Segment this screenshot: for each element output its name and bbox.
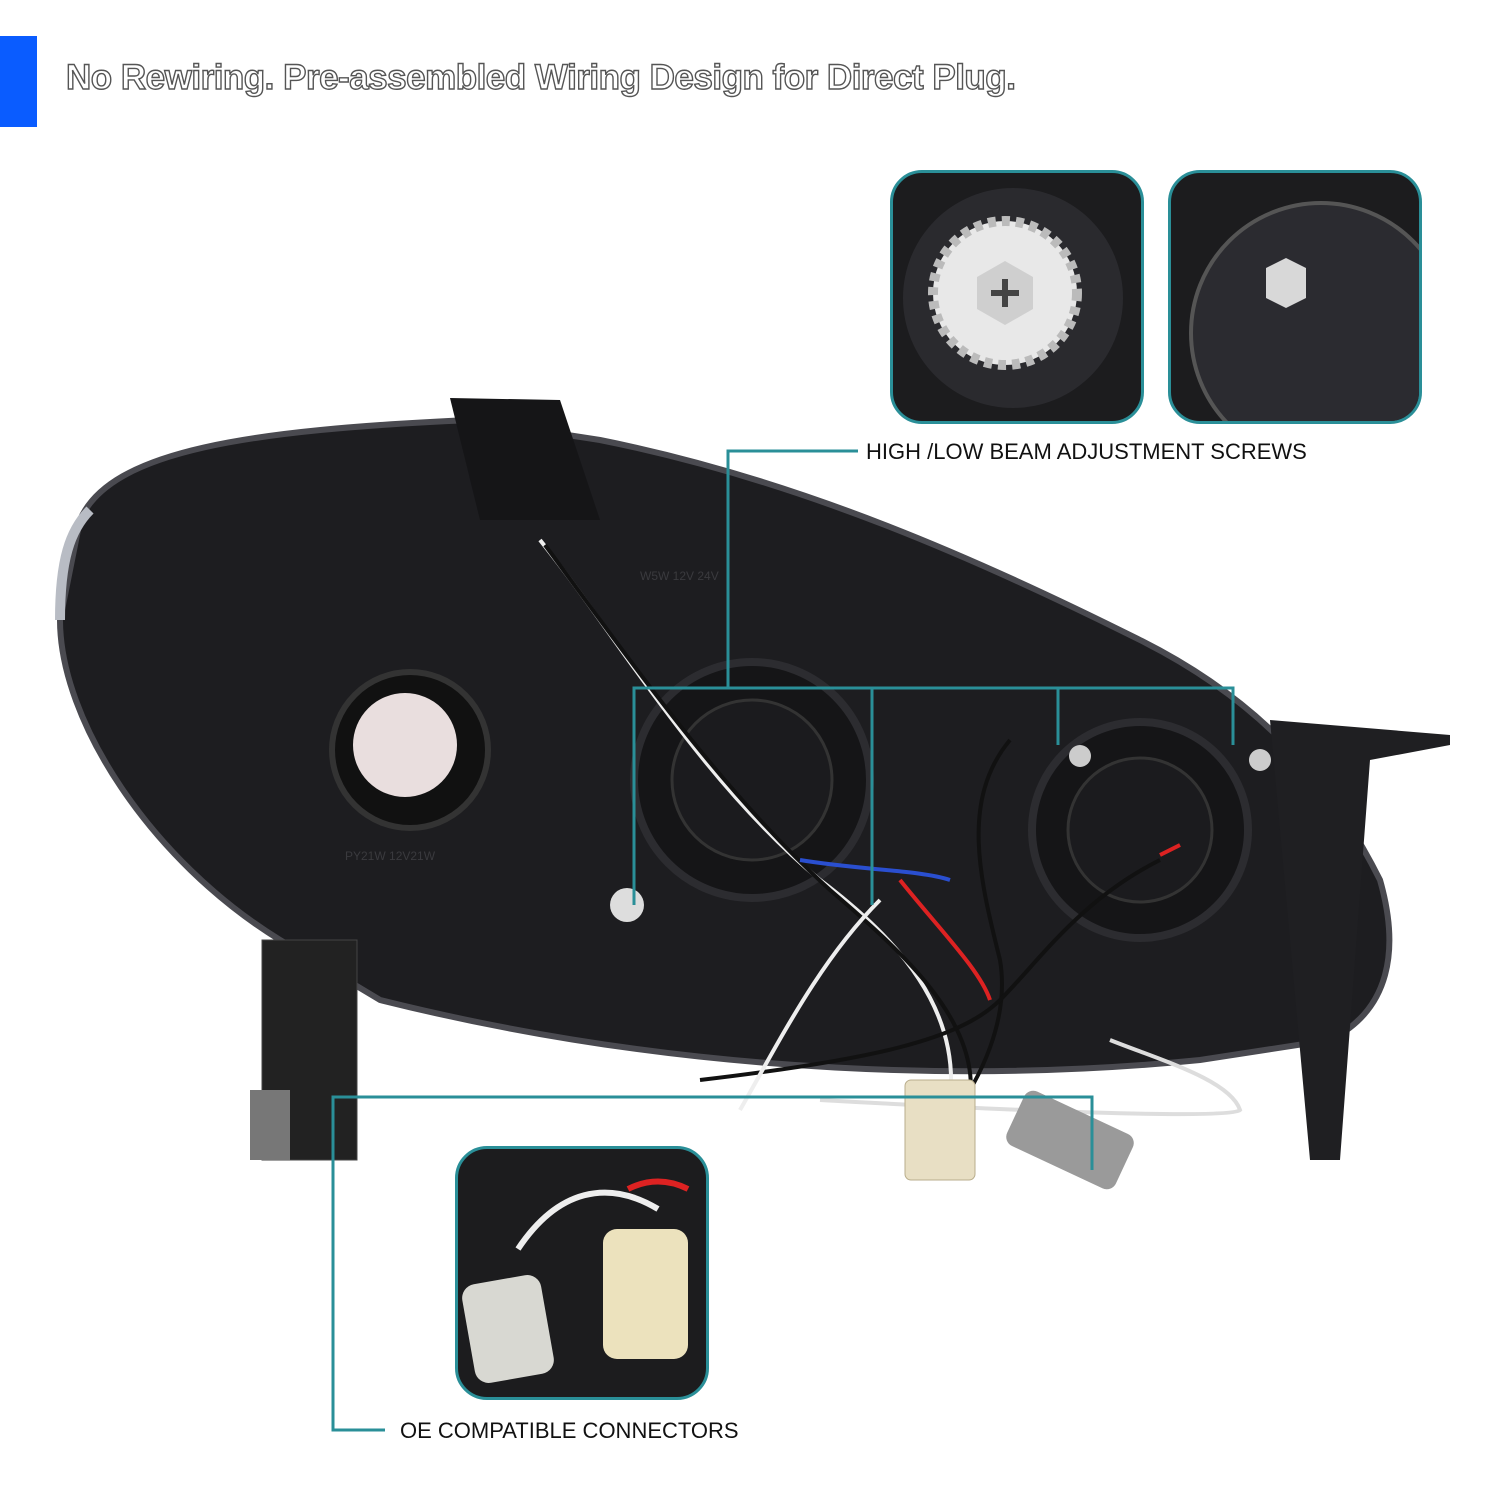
wiring-harness: [538, 538, 1243, 1122]
adjuster-screw: [1069, 745, 1091, 767]
callout-lines: [331, 449, 1235, 1432]
callout-connectors: OE COMPATIBLE CONNECTORS: [400, 1418, 739, 1443]
inset-adjuster-closeup-1: [890, 170, 1144, 424]
connector-gray: [1006, 1090, 1134, 1190]
headline: No Rewiring. Pre-assembled Wiring Design…: [65, 57, 1016, 97]
bulb-marking: PY21W 12V21W: [345, 849, 436, 863]
adjuster-screw: [610, 888, 644, 922]
bulb-marking: W5W 12V 24V: [640, 569, 719, 583]
inset-adjuster-closeup-2: [1168, 170, 1422, 424]
inset-connectors-closeup: [455, 1146, 709, 1400]
callout-adjustment-screws: HIGH /LOW BEAM ADJUSTMENT SCREWS: [866, 439, 1307, 464]
mount-bracket-right: [1270, 720, 1450, 1160]
adjuster-screw: [1249, 749, 1271, 771]
mount-tab-top: [450, 398, 600, 520]
hex-bolt-icon: [1266, 258, 1306, 308]
accent-bar: [0, 36, 37, 127]
connector-beige: [904, 1079, 976, 1181]
